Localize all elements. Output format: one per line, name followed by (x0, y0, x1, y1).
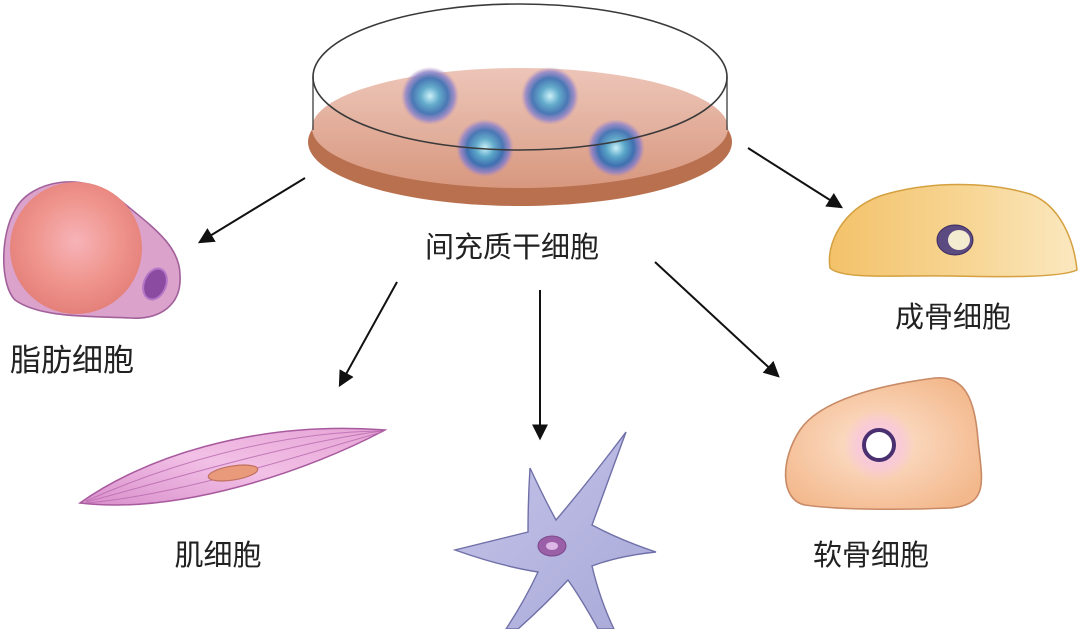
stem-cell (521, 67, 579, 125)
osteoblast-label: 成骨细胞 (895, 300, 1011, 334)
stem-cell-label: 间充质干细胞 (425, 230, 599, 264)
arrow-to-adipocyte (197, 177, 306, 244)
adipocyte-lipid-droplet (10, 182, 142, 314)
stellate-cell (452, 431, 657, 629)
myocyte (77, 427, 388, 506)
osteoblast-nucleus-core (948, 230, 970, 250)
myocyte-nucleus (207, 464, 259, 482)
myocyte-fibril (85, 430, 383, 502)
chondrocyte (784, 377, 983, 511)
myocyte-fibril (85, 430, 383, 503)
petri-dish (308, 3, 732, 206)
stem-cell (401, 67, 459, 125)
stellate-cell-nucleolus (546, 542, 558, 550)
myocyte-label: 肌细胞 (174, 538, 261, 572)
osteoblast (828, 183, 1078, 278)
adipocyte-label: 脂肪细胞 (10, 343, 134, 379)
arrow-to-myocyte (338, 281, 398, 388)
stellate-cell-body (452, 431, 657, 629)
chondrocyte-nucleus (862, 428, 896, 462)
stem-cell (456, 119, 514, 177)
chondrocyte-label: 软骨细胞 (813, 538, 929, 572)
arrow-to-chondrocyte (654, 261, 780, 378)
adipocyte (3, 181, 181, 319)
dish-rim (312, 3, 728, 151)
arrow-to-osteoblast (747, 147, 844, 209)
stem-cell (587, 119, 645, 177)
adipocyte-nucleus (142, 267, 168, 301)
